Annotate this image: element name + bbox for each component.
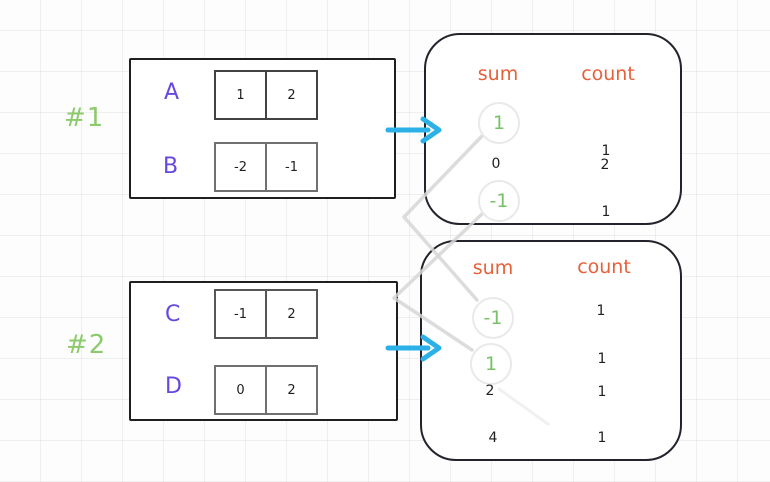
- array-c-cell-0: -1: [234, 306, 247, 322]
- example-1-label: #1: [64, 103, 105, 133]
- array-b-cell-0: -2: [234, 159, 247, 175]
- example-2-label: #2: [66, 330, 107, 360]
- count-header-2: count: [577, 256, 631, 278]
- array-b-name: B: [163, 154, 179, 179]
- array-d-cells[interactable]: 0 2: [214, 365, 318, 415]
- array-b-cells[interactable]: -2 -1: [214, 142, 318, 192]
- array-d-cell-0: 0: [236, 382, 245, 398]
- highlight-circle-sum[interactable]: -1: [472, 297, 514, 339]
- array-d-name: D: [165, 374, 182, 399]
- array-a-cell-0: 1: [236, 87, 245, 103]
- sum-header-1: sum: [477, 63, 519, 85]
- highlight-circle-sum[interactable]: 1: [478, 102, 520, 144]
- count-value: 1: [596, 303, 606, 319]
- count-value: 1: [597, 384, 607, 400]
- example-1-result-table[interactable]: sum count 1 1 0 2 -1 1: [424, 33, 682, 225]
- highlight-circle-sum[interactable]: 1: [470, 343, 512, 385]
- example-2-group-box[interactable]: C -1 2 D 0 2: [129, 281, 398, 421]
- count-value: 1: [601, 204, 611, 220]
- highlight-circle-sum[interactable]: -1: [478, 180, 520, 222]
- sum-value: 2: [485, 383, 495, 399]
- count-value: 2: [600, 157, 610, 173]
- count-value: 1: [601, 143, 611, 159]
- array-a-cell-1: 2: [265, 72, 316, 118]
- array-c-cell-1: 2: [265, 291, 316, 337]
- sum-value: 0: [491, 156, 501, 172]
- count-value: 1: [597, 430, 607, 446]
- array-b-cell-1: -1: [265, 144, 316, 190]
- sum-header-2: sum: [472, 257, 514, 279]
- count-value: 1: [597, 351, 607, 367]
- sum-value: 4: [488, 430, 498, 446]
- array-c-name: C: [165, 302, 181, 327]
- example-2-result-table[interactable]: sum count -1 1 1 1 2 1 4 1: [420, 240, 682, 461]
- array-a-cells[interactable]: 1 2: [214, 70, 318, 120]
- count-header-1: count: [581, 63, 635, 85]
- array-d-cell-1: 2: [265, 367, 316, 413]
- array-a-name: A: [164, 80, 180, 105]
- example-1-group-box[interactable]: A 1 2 B -2 -1: [129, 58, 396, 199]
- array-c-cells[interactable]: -1 2: [214, 289, 318, 339]
